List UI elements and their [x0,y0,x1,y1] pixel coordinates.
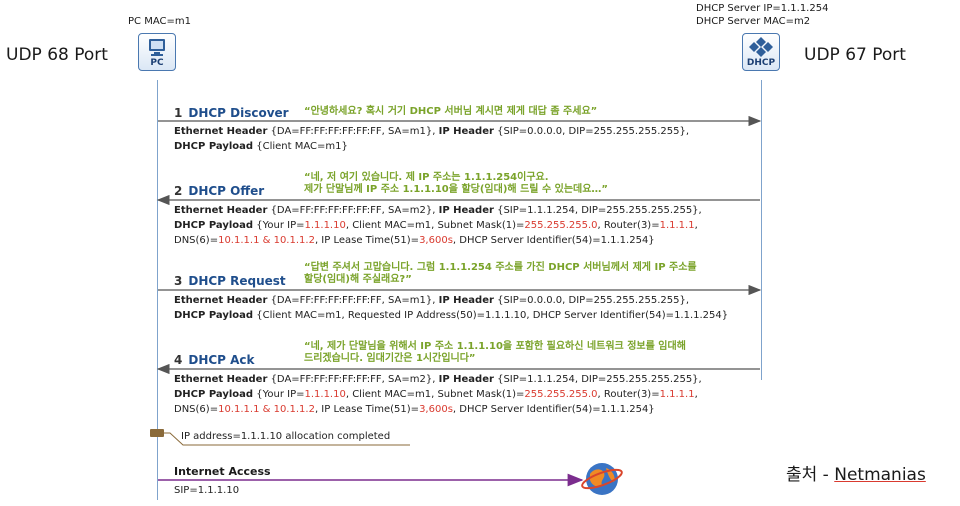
step-2-payload-line: DHCP Payload {Your IP=1.1.1.10, Client M… [174,220,698,231]
step-1-title: 1 DHCP Discover [174,106,289,120]
step-3-ethernet-line: Ethernet Header {DA=FF:FF:FF:FF:FF:FF, S… [174,295,689,306]
step-2-quote: “네, 저 여기 있습니다. 제 IP 주소는 1.1.1.254이구요. 제가… [304,172,609,195]
flag-icon [150,429,164,437]
pc-node-label: PC [150,58,164,68]
step-2-number: 2 [174,184,183,198]
dhcp-server-node: DHCP [742,33,780,71]
allocation-text: IP address=1.1.1.10 allocation completed [181,431,391,442]
dhcp-server-icon [749,37,773,57]
monitor-icon [149,39,165,56]
step-2-ethernet-line: Ethernet Header {DA=FF:FF:FF:FF:FF:FF, S… [174,205,702,216]
step-4-payload-line: DHCP Payload {Your IP=1.1.1.10, Client M… [174,389,698,400]
source-link[interactable]: Netmanias [834,465,926,485]
globe-icon [581,463,623,495]
step-1-quote: “안녕하세요? 혹시 거기 DHCP 서버님 계시면 제게 대답 좀 주세요” [304,106,598,117]
server-port-label: UDP 67 Port [804,45,906,65]
step-3-title: 3 DHCP Request [174,274,286,288]
pc-node: PC [138,33,176,71]
step-4-title: 4 DHCP Ack [174,353,255,367]
step-4-dns-line: DNS(6)=10.1.1.1 & 10.1.1.2, IP Lease Tim… [174,404,655,415]
source-credit: 출처 - Netmanias [786,465,926,485]
step-4-number: 4 [174,353,183,367]
step-3-label: DHCP Request [188,274,286,288]
pc-mac-label: PC MAC=m1 [128,16,191,27]
internet-access-title: Internet Access [174,465,271,478]
server-ip-label: DHCP Server IP=1.1.1.254 [696,3,829,14]
pc-port-label: UDP 68 Port [6,45,108,65]
step-3-number: 3 [174,274,183,288]
internet-sip: SIP=1.1.1.10 [174,485,240,496]
step-1-payload-line: DHCP Payload {Client MAC=m1} [174,141,348,152]
pc-lifeline [157,80,158,500]
step-3-payload-line: DHCP Payload {Client MAC=m1, Requested I… [174,310,729,321]
step-4-quote: “네, 제가 단말님을 위해서 IP 주소 1.1.1.10을 포함한 필요하신… [304,341,686,364]
server-lifeline [761,80,762,380]
step-2-title: 2 DHCP Offer [174,184,264,198]
step-4-ethernet-line: Ethernet Header {DA=FF:FF:FF:FF:FF:FF, S… [174,374,702,385]
step-1-number: 1 [174,106,183,120]
server-mac-label: DHCP Server MAC=m2 [696,16,811,27]
step-1-ethernet-line: Ethernet Header {DA=FF:FF:FF:FF:FF:FF, S… [174,126,689,137]
step-2-label: DHCP Offer [188,184,265,198]
step-1-label: DHCP Discover [188,106,289,120]
step-2-dns-line: DNS(6)=10.1.1.1 & 10.1.1.2, IP Lease Tim… [174,235,655,246]
dhcp-node-label: DHCP [746,58,776,68]
step-4-label: DHCP Ack [188,353,255,367]
step-3-quote: “답변 주셔서 고맙습니다. 그럼 1.1.1.254 주소를 가진 DHCP … [304,262,697,285]
